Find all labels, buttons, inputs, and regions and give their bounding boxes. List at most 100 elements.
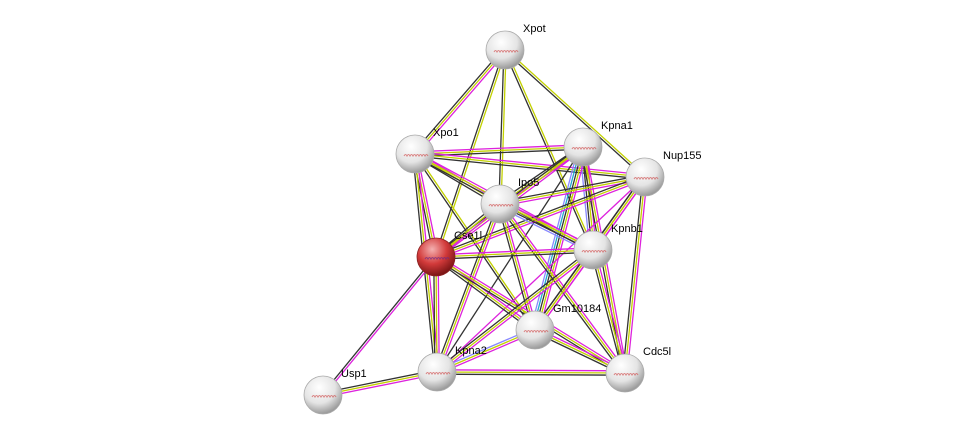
evidence-line-yellow (624, 176, 646, 374)
evidence-line-black (534, 146, 584, 331)
protein-structure-icon (581, 250, 607, 254)
edge-xpot-xpo1[interactable] (412, 48, 508, 156)
protein-node-sphere[interactable] (480, 184, 520, 224)
edge-xpot-ipo5[interactable] (498, 49, 507, 205)
evidence-line-black (412, 48, 504, 153)
evidence-line-magenta (436, 176, 646, 373)
edge-nup155-cdc5l[interactable] (622, 176, 648, 374)
evidence-line-yellow (414, 146, 584, 155)
edge-xpot-nup155[interactable] (503, 48, 647, 179)
edge-kpnb1-kpna2[interactable] (435, 247, 595, 375)
node-label: Xpot (523, 23, 546, 35)
evidence-line-yellow (536, 147, 586, 331)
evidence-line-blue (530, 145, 580, 330)
node-label: Kpna2 (455, 345, 487, 357)
evidence-line-magenta (501, 202, 628, 373)
edge-cse1l-usp1[interactable] (321, 255, 438, 397)
node-cse1l[interactable]: Cse1l (416, 230, 482, 277)
evidence-line-magenta (414, 144, 583, 153)
evidence-line-magenta (594, 249, 628, 373)
edge-ipo5-kpna2[interactable] (434, 202, 503, 374)
evidence-line-black (434, 49, 505, 257)
protein-structure-icon (488, 204, 514, 208)
evidence-line-magenta (438, 204, 503, 374)
node-xpot[interactable]: Xpot (485, 23, 546, 70)
protein-node-sphere[interactable] (605, 353, 645, 393)
node-nup155[interactable]: Nup155 (625, 150, 702, 197)
evidence-line-magenta (323, 373, 438, 398)
edge-kpna1-kpna2[interactable] (436, 146, 584, 373)
evidence-line-yellow (436, 203, 501, 373)
edge-kpna2-cdc5l[interactable] (436, 369, 626, 376)
evidence-line-magenta (437, 369, 626, 372)
protein-node-sphere[interactable] (416, 237, 456, 277)
edge-nup155-kpna2[interactable] (436, 176, 646, 373)
node-usp1[interactable]: Usp1 (303, 368, 367, 415)
edge-cse1l-kpnb1[interactable] (435, 247, 594, 260)
edge-kpnb1-cdc5l[interactable] (590, 249, 628, 374)
evidence-line-magenta (323, 257, 438, 397)
evidence-line-yellow (435, 176, 646, 258)
protein-node-sphere[interactable] (303, 375, 343, 415)
evidence-line-yellow (436, 249, 594, 373)
node-ipo5[interactable]: Ipo5 (480, 177, 539, 224)
protein-structure-icon (633, 177, 659, 181)
evidence-line-yellow (436, 371, 626, 374)
node-kpnb1[interactable]: Kpnb1 (573, 223, 643, 270)
protein-node-sphere[interactable] (485, 30, 525, 70)
evidence-line-black (590, 250, 624, 374)
evidence-line-black (434, 174, 645, 256)
node-kpna1[interactable]: Kpna1 (563, 120, 633, 167)
evidence-line-black (436, 146, 584, 373)
node-label: Kpnb1 (611, 223, 643, 235)
protein-structure-icon (403, 154, 429, 158)
protein-structure-icon (493, 50, 519, 54)
node-label: Usp1 (341, 368, 367, 380)
evidence-line-yellow (499, 176, 646, 205)
evidence-line-magenta (435, 247, 593, 256)
evidence-line-black (414, 155, 645, 180)
evidence-line-magenta (416, 51, 508, 156)
evidence-line-cyan (532, 146, 582, 330)
protein-node-sphere[interactable] (625, 157, 665, 197)
edge-nup155-cse1l[interactable] (434, 174, 647, 260)
node-kpna2[interactable]: Kpna2 (417, 345, 487, 392)
node-cdc5l[interactable]: Cdc5l (605, 346, 671, 393)
evidence-line-black (435, 247, 593, 371)
node-label: Kpna1 (601, 120, 633, 132)
protein-structure-icon (523, 330, 549, 334)
evidence-line-black (434, 202, 499, 372)
evidence-line-black (434, 258, 535, 333)
evidence-line-black (497, 204, 534, 331)
protein-structure-icon (424, 257, 450, 261)
node-gm10184[interactable]: Gm10184 (515, 303, 601, 350)
protein-structure-icon (571, 147, 597, 151)
evidence-line-yellow (414, 49, 506, 155)
edge-xpo1-nup155[interactable] (414, 151, 646, 180)
node-label: Cse1l (454, 230, 482, 242)
evidence-line-black (498, 49, 505, 204)
node-label: Cdc5l (643, 346, 671, 358)
node-label: Nup155 (663, 150, 702, 162)
evidence-line-black (503, 50, 645, 179)
evidence-line-black (436, 251, 594, 260)
edge-kpna1-gm10184[interactable] (530, 145, 588, 332)
evidence-line-yellow (435, 249, 594, 258)
evidence-line-black (321, 255, 436, 395)
protein-node-sphere[interactable] (417, 352, 457, 392)
evidence-line-black (499, 174, 645, 203)
protein-structure-icon (311, 395, 337, 399)
evidence-line-black (322, 369, 437, 394)
protein-node-sphere[interactable] (563, 127, 603, 167)
evidence-line-magenta (626, 177, 648, 374)
protein-node-sphere[interactable] (515, 310, 555, 350)
evidence-line-magenta (437, 251, 595, 375)
protein-node-sphere[interactable] (573, 230, 613, 270)
node-xpo1[interactable]: Xpo1 (395, 127, 459, 174)
evidence-line-black (622, 176, 644, 373)
evidence-line-yellow (414, 153, 646, 178)
evidence-line-magenta (415, 151, 646, 176)
protein-node-sphere[interactable] (395, 134, 435, 174)
